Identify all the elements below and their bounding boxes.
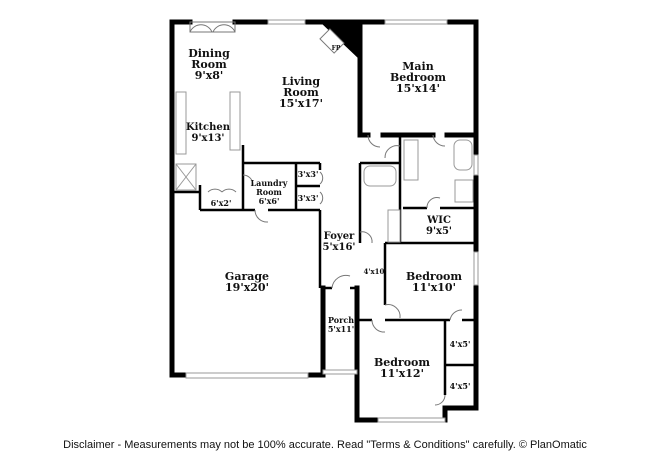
- fixtures: [175, 91, 474, 243]
- hall-label: 4'x10': [363, 267, 386, 276]
- fireplace-hearth: [319, 28, 345, 54]
- closet-label: 3'x3': [298, 193, 319, 203]
- closet-label: 4'x5': [450, 381, 471, 391]
- closet-label: 4'x5': [450, 339, 471, 349]
- walls: [169, 19, 479, 423]
- interior-walls: [172, 135, 476, 395]
- closet-label: 3'x3': [298, 169, 319, 179]
- pantry-label: 6'x2': [211, 198, 232, 208]
- windows: [185, 19, 479, 423]
- doors: [189, 21, 463, 406]
- disclaimer: Disclaimer - Measurements may not be 100…: [63, 439, 587, 451]
- fireplace-label: FP: [332, 45, 341, 52]
